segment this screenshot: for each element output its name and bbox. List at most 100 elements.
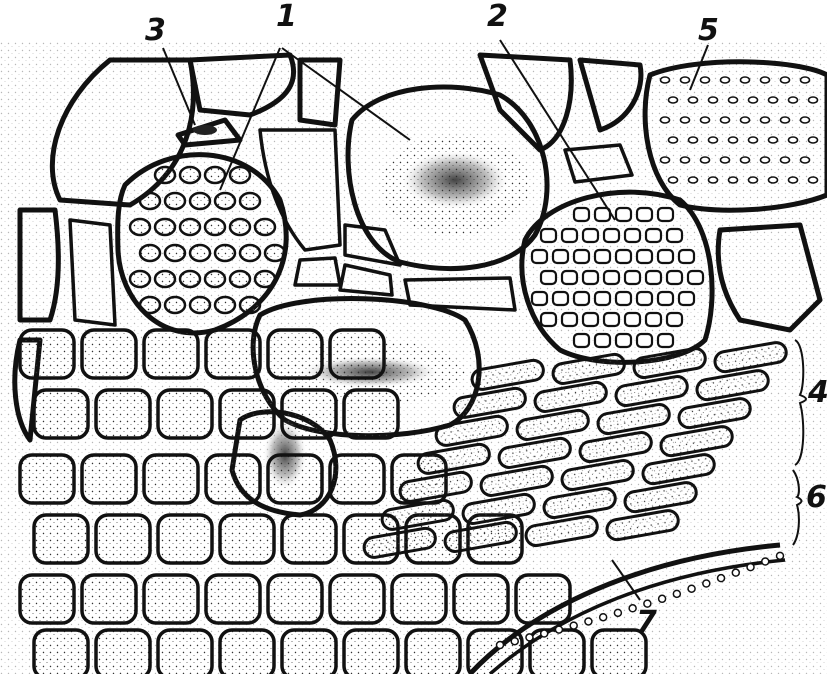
net-grain <box>616 208 631 221</box>
parenchyma-cell <box>344 630 398 674</box>
net-grain <box>658 292 673 305</box>
spot <box>709 97 718 103</box>
net-grain <box>595 250 610 263</box>
grain <box>215 193 235 209</box>
spot <box>809 97 818 103</box>
net-grain <box>616 334 631 347</box>
layer-7-cell <box>777 552 784 559</box>
spot <box>789 177 798 183</box>
grain <box>215 245 235 261</box>
net-grain <box>637 334 652 347</box>
label-4: 4 <box>807 375 827 410</box>
spot <box>761 157 770 163</box>
spot <box>681 77 690 83</box>
grain <box>140 193 160 209</box>
parenchyma-cell <box>82 330 136 378</box>
net-grain <box>595 292 610 305</box>
spot <box>741 157 750 163</box>
spot <box>781 77 790 83</box>
net-grain <box>604 313 619 326</box>
spot <box>781 157 790 163</box>
net-grain <box>541 313 556 326</box>
net-grain <box>604 271 619 284</box>
net-grain <box>625 271 640 284</box>
parenchyma-cell <box>330 330 384 378</box>
grain <box>190 193 210 209</box>
net-grain <box>574 334 589 347</box>
grain <box>190 297 210 313</box>
grain <box>230 271 250 287</box>
grain <box>155 219 175 235</box>
parenchyma-cell <box>282 390 336 438</box>
layer-7-cell <box>600 614 607 621</box>
net-grain <box>583 271 598 284</box>
parenchyma-cell <box>158 630 212 674</box>
spot <box>701 157 710 163</box>
spot <box>789 97 798 103</box>
layer-7-cell <box>511 638 518 645</box>
layer-7-cell <box>585 618 592 625</box>
spot <box>669 137 678 143</box>
spot <box>709 177 718 183</box>
spot <box>761 117 770 123</box>
spot <box>669 97 678 103</box>
parenchyma-cell <box>82 575 136 623</box>
spot <box>801 157 810 163</box>
grain <box>240 193 260 209</box>
net-grain <box>679 292 694 305</box>
parenchyma-cell <box>454 575 508 623</box>
net-grain <box>532 292 547 305</box>
spot <box>749 177 758 183</box>
net-grain <box>679 250 694 263</box>
net-grain <box>637 250 652 263</box>
spot <box>729 177 738 183</box>
parenchyma-cell <box>220 390 274 438</box>
net-grain <box>667 271 682 284</box>
parenchyma-cell <box>158 515 212 563</box>
parenchyma-cell <box>344 390 398 438</box>
grain <box>215 297 235 313</box>
net-grain <box>604 229 619 242</box>
net-grain <box>616 292 631 305</box>
spot <box>701 77 710 83</box>
grain <box>205 271 225 287</box>
grain <box>165 193 185 209</box>
layer-7-cell <box>614 609 621 616</box>
parenchyma-cell <box>96 630 150 674</box>
parenchyma-cell <box>34 390 88 438</box>
spot <box>721 117 730 123</box>
net-grain <box>616 250 631 263</box>
grain <box>180 167 200 183</box>
net-grain <box>532 250 547 263</box>
parenchyma-cell <box>96 390 150 438</box>
grain <box>230 219 250 235</box>
parenchyma-cell <box>406 630 460 674</box>
spot <box>781 117 790 123</box>
spot <box>801 77 810 83</box>
label-1: 1 <box>276 0 297 34</box>
spot <box>741 117 750 123</box>
grain <box>240 297 260 313</box>
label-5: 5 <box>698 13 719 48</box>
parenchyma-cell <box>82 455 136 503</box>
layer-7-cell <box>762 558 769 565</box>
grain <box>255 271 275 287</box>
parenchyma-cell <box>392 575 446 623</box>
parenchyma-cell <box>20 455 74 503</box>
grain <box>140 297 160 313</box>
spot <box>689 97 698 103</box>
grain <box>165 297 185 313</box>
parenchyma-cell <box>282 630 336 674</box>
net-grain <box>553 250 568 263</box>
net-grain <box>658 250 673 263</box>
grain <box>140 245 160 261</box>
parenchyma-cell <box>20 575 74 623</box>
spot <box>761 77 770 83</box>
label-3: 3 <box>145 13 166 48</box>
net-grain <box>637 208 652 221</box>
spot <box>809 177 818 183</box>
grain <box>230 167 250 183</box>
parenchyma-cell <box>330 455 384 503</box>
parenchyma-cell <box>144 575 198 623</box>
net-grain <box>583 229 598 242</box>
